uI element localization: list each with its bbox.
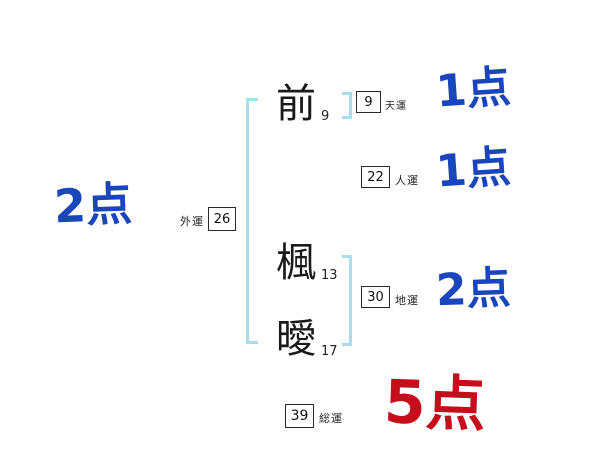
chiun-value-box: 30 (361, 286, 390, 308)
gaiun-label: 外運 (180, 215, 204, 228)
name-char-1-glyph: 前 (276, 81, 316, 127)
tenun-score: 1点 (434, 61, 513, 118)
tenun-value-box: 9 (356, 91, 381, 113)
name-char-3-strokes: 17 (321, 344, 338, 359)
souun-label: 総運 (319, 412, 343, 425)
jinun-score: 1点 (434, 141, 513, 198)
souun-value-box: 39 (285, 404, 314, 428)
name-char-2-glyph: 楓 (276, 240, 316, 286)
name-char-2-strokes: 13 (321, 268, 338, 283)
name-char-2: 楓 13 (276, 240, 338, 286)
jinun-value-box: 22 (361, 166, 390, 188)
gaiun-score: 2点 (53, 176, 133, 234)
souun-score: 5点 (382, 367, 487, 441)
name-char-1-strokes: 9 (321, 109, 330, 124)
name-char-1: 前 9 (276, 81, 329, 127)
chiun-score: 2点 (435, 262, 512, 317)
gaiun-value-box: 26 (208, 207, 236, 231)
tenun-label: 天運 (385, 101, 407, 112)
outer-luck-bracket (246, 98, 258, 344)
heaven-luck-bracket (342, 92, 352, 119)
earth-luck-bracket (342, 255, 352, 346)
name-char-3-glyph: 曖 (276, 316, 316, 362)
chiun-label: 地運 (395, 294, 419, 307)
name-char-3: 曖 17 (276, 316, 338, 362)
jinun-label: 人運 (395, 174, 419, 187)
